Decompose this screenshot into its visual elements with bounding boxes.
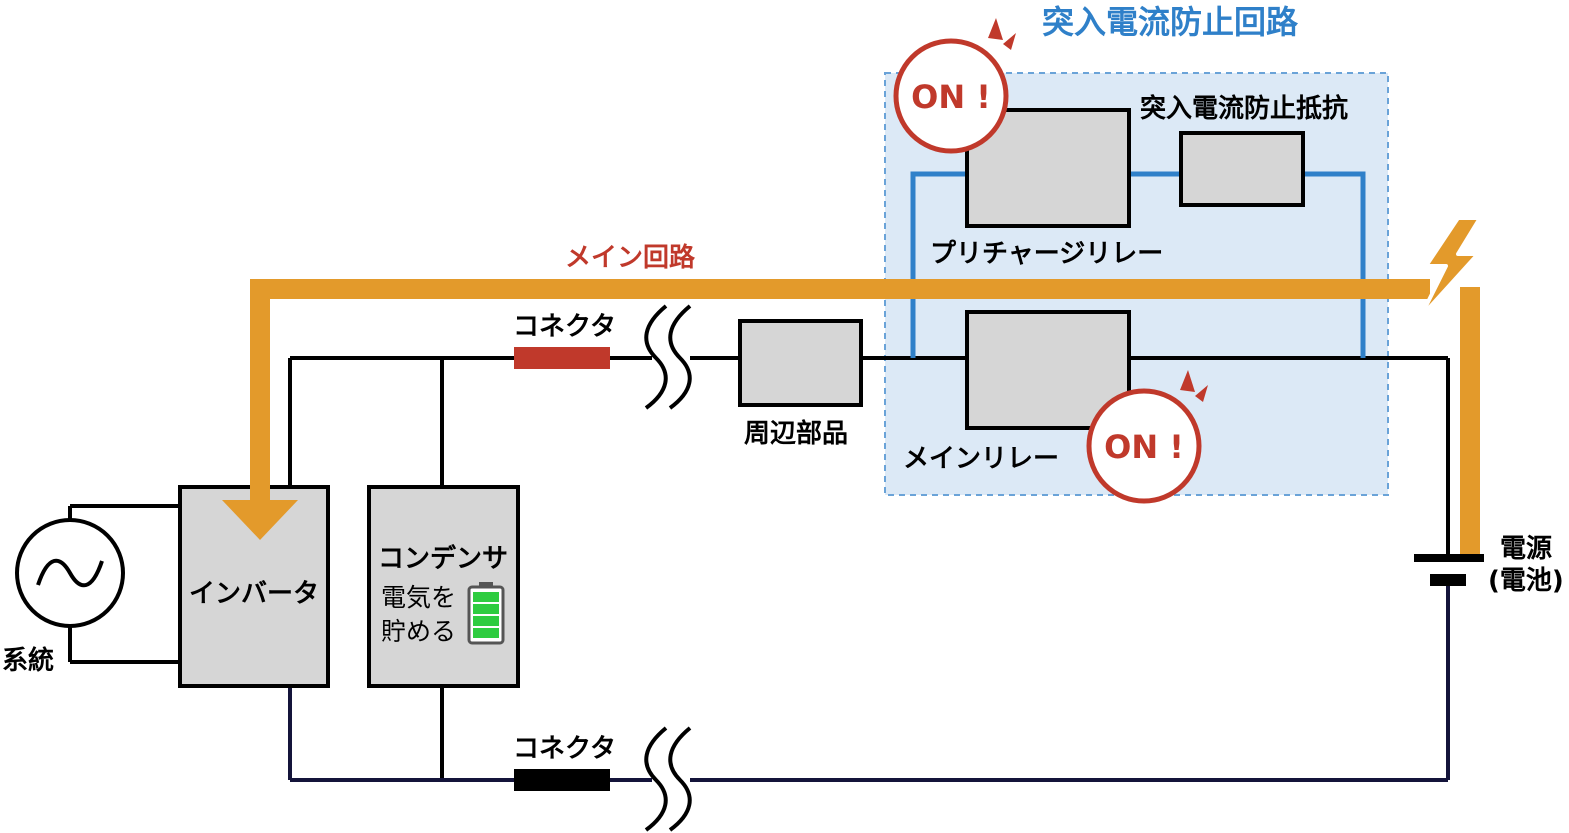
main-relay-on-badge: ON !	[1086, 370, 1208, 504]
peripheral-component	[738, 319, 863, 407]
power-label: 電源	[1500, 534, 1552, 564]
battery-level-icon	[467, 582, 505, 645]
capacitor-note-line-1: 電気を	[381, 583, 456, 612]
main-path-arrowhead	[222, 500, 298, 540]
capacitor-label: コンデンサ	[378, 543, 508, 574]
battery-symbol	[1414, 554, 1484, 586]
svg-text:ON !: ON !	[911, 78, 991, 116]
precharge-on-badge: ON !	[893, 18, 1016, 154]
svg-text:ON !: ON !	[1104, 428, 1184, 466]
precharge-path	[910, 171, 1366, 358]
connector-bottom	[514, 769, 610, 791]
power-sub-label: (電池)	[1488, 566, 1564, 596]
exclamation-burst-icon	[988, 18, 1016, 50]
main-relay-label: メインリレー	[903, 444, 1059, 474]
inverter-label: インバータ	[189, 579, 319, 609]
region-title: 突入電流防止回路	[1042, 3, 1299, 41]
inrush-resistor-label: 突入電流防止抵抗	[1140, 93, 1348, 124]
capacitor-note-line-2: 貯める	[381, 617, 456, 646]
main-circuit-label: メイン回路	[565, 242, 696, 273]
connector-top	[514, 347, 610, 369]
connector-bottom-label: コネクタ	[513, 734, 616, 764]
connector-top-label: コネクタ	[513, 312, 616, 342]
lightning-icon	[1418, 216, 1482, 320]
inrush-resistor	[1179, 131, 1305, 207]
main-circuit-path	[250, 279, 1430, 515]
peripheral-label: 周辺部品	[744, 419, 848, 449]
grid-label: 系統	[2, 645, 54, 676]
exclamation-burst-icon	[1180, 370, 1208, 402]
wire-break-icon	[644, 304, 692, 832]
precharge-relay-label: プリチャージリレー	[930, 239, 1163, 269]
ac-source-icon	[15, 518, 125, 628]
